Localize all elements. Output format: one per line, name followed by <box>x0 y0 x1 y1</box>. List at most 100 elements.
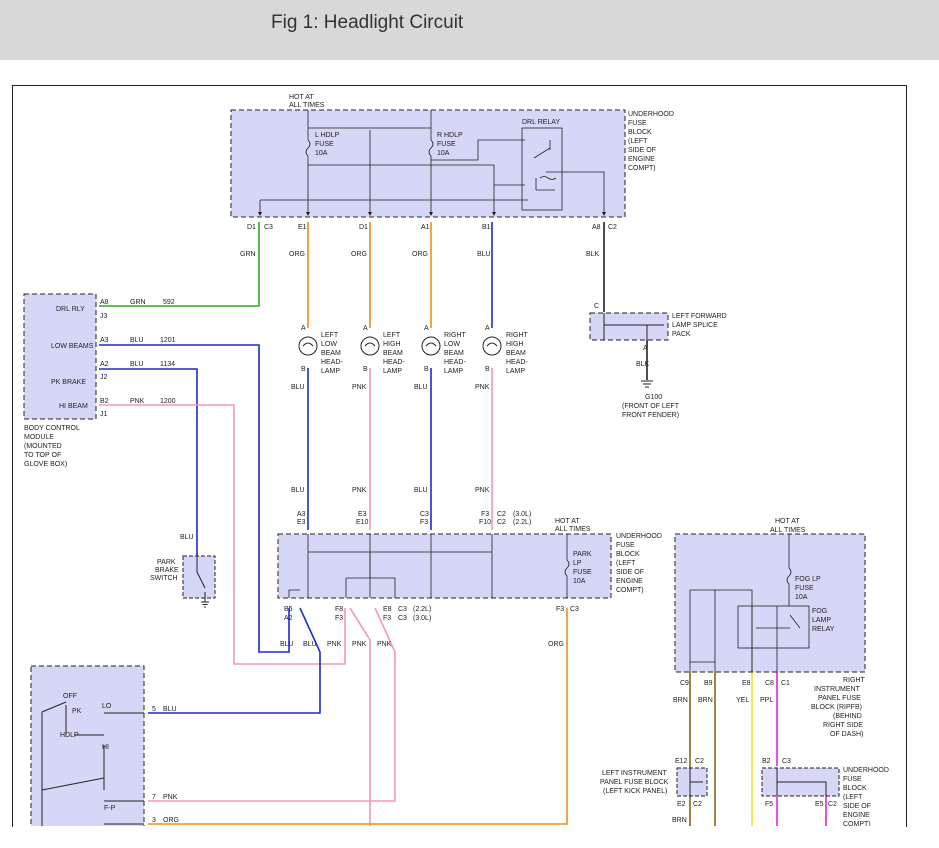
lipfb-label-2: PANEL FUSE BLOCK <box>600 779 669 786</box>
mid-pin-f3-c: F3 <box>335 615 343 622</box>
pbs-label: PARK <box>157 559 176 566</box>
hs-fp: F-P <box>104 805 116 812</box>
bcm-pin-a3: A3 <box>100 337 109 344</box>
ripfb-label-7: OF DASH) <box>830 731 863 738</box>
pin-b1: B1 <box>482 224 491 231</box>
fog-fuse-3: 10A <box>795 594 808 601</box>
uhb-pin-b2: B2 <box>762 758 771 765</box>
fog-relay: FOG <box>812 608 827 615</box>
right-instrument-panel-fuse-block: HOT AT ALL TIMES FOG LP FUSE 10A FOG LAM… <box>673 518 866 738</box>
wire-blu-low-beams <box>99 344 290 653</box>
lamp-pin-b-2: B <box>363 366 368 373</box>
ground-g100: G100 <box>645 394 662 401</box>
bcm-wire-592: 592 <box>163 299 175 306</box>
wl-org-mid: ORG <box>548 641 564 648</box>
hot-right: HOT AT <box>775 518 800 525</box>
uhb-label: UNDERHOOD <box>843 767 889 774</box>
park-fuse-3: FUSE <box>573 569 592 576</box>
wl-brn-3: BRN <box>672 817 687 824</box>
bcm-wire-1134: 1134 <box>160 361 175 368</box>
pin-e1: E1 <box>298 224 307 231</box>
wire-pnk-f3 <box>349 607 371 826</box>
wl-blu-a: BLU <box>291 384 305 391</box>
bcm-drl-rly: DRL RLY <box>56 306 85 313</box>
hot-label-top-2: ALL TIMES <box>289 102 325 109</box>
lamp-2-line-4: HEAD- <box>383 359 405 366</box>
bcm-name-4: TO TOP OF <box>24 452 61 459</box>
pbs-label-2: BRAKE <box>155 567 179 574</box>
bcm-wire-1201: 1201 <box>160 337 176 344</box>
fog-relay-2: LAMP <box>812 617 831 624</box>
mid-pin-f3-d: F3 <box>383 615 391 622</box>
hot-mid-2: ALL TIMES <box>555 526 591 533</box>
splice-label-2: LAMP SPLICE <box>672 322 718 329</box>
bcm-pin-b2: B2 <box>100 398 109 405</box>
underhood-mid: UNDERHOOD <box>616 533 662 540</box>
ripfb-pin-c9: C9 <box>680 680 689 687</box>
bcm-pin-j2: J2 <box>100 374 108 381</box>
diagram-frame <box>12 85 907 827</box>
wire-blu-pk-brake <box>99 368 198 556</box>
wl-blu-d: BLU <box>414 487 428 494</box>
underhood-top-label-5: SIDE OF <box>628 147 656 154</box>
hs-wire-blu: BLU <box>163 706 177 713</box>
wire-label-org-3: ORG <box>412 251 428 258</box>
wire-label-blu-top: BLU <box>477 251 491 258</box>
hs-wire-pnk: PNK <box>163 794 178 801</box>
left-forward-lamp-splice-pack: C A LEFT FORWARD LAMP SPLICE PACK BLK G1… <box>589 303 727 419</box>
bcm-name-3: (MOUNTED <box>24 443 62 450</box>
splice-label: LEFT FORWARD <box>672 313 727 320</box>
ground-label-2: (FRONT OF LEFT <box>622 403 680 410</box>
park-fuse-4: 10A <box>573 578 586 585</box>
lamp-2-line-5: LAMP <box>383 368 402 375</box>
bcm-name-2: MODULE <box>24 434 54 441</box>
lipfb-pin-c2-b: C2 <box>693 801 702 808</box>
uhb-label-7: COMPT) <box>843 821 871 828</box>
mid-pin-e3: E3 <box>297 519 306 526</box>
wl-pnk-b: PNK <box>475 384 490 391</box>
bcm-pin-j1: J1 <box>100 411 108 418</box>
wire-label-org-1: ORG <box>289 251 305 258</box>
ripfb-pin-c8: C8 <box>765 680 774 687</box>
pin-d1-a: D1 <box>247 224 256 231</box>
lamp-pin-a-3: A <box>424 325 429 332</box>
pin-c3-a: C3 <box>264 224 273 231</box>
lamp-3-line-3: BEAM <box>444 350 464 357</box>
lamp-pin-a-2: A <box>363 325 368 332</box>
underhood-fuse-block-top: HOT AT ALL TIMES L HDLP FUSE 10A R HDLP … <box>230 94 674 258</box>
lamp-1-line-1: LEFT <box>321 332 339 339</box>
drl-relay-label: DRL RELAY <box>522 119 560 126</box>
fog-fuse-2: FUSE <box>795 585 814 592</box>
lamp-pin-a-1: A <box>301 325 306 332</box>
l-hdlp-fuse-label-2: FUSE <box>315 141 334 148</box>
underhood-mid-7: COMPT) <box>616 587 644 594</box>
mid-pin-f8: F8 <box>335 606 343 613</box>
left-instrument-panel-fuse-block: E12 C2 E2 C2 LEFT INSTRUMENT PANEL FUSE … <box>600 758 708 824</box>
ripfb-pin-e8: E8 <box>742 680 751 687</box>
splice-label-3: PACK <box>672 331 691 338</box>
wl-blu-c: BLU <box>291 487 305 494</box>
hs-pin-7: 7 <box>152 794 156 801</box>
bcm-wire-blu-1: BLU <box>130 337 144 344</box>
left-low-beam-lamp: A B LEFT LOW BEAM HEAD- LAMP <box>298 325 343 375</box>
underhood-top-label-3: BLOCK <box>628 129 652 136</box>
mid-pin-f10: F10 <box>479 519 491 526</box>
mid-pin-e3-b: E3 <box>358 511 367 518</box>
underhood-mid-2: FUSE <box>616 542 635 549</box>
lamp-4-line-2: HIGH <box>506 341 524 348</box>
wl-yel: YEL <box>736 697 749 704</box>
ripfb-label-2: INSTRUMENT <box>814 686 861 693</box>
body-control-module: DRL RLY LOW BEAMS PK BRAKE HI BEAM A8 J3… <box>23 293 176 468</box>
uhb-label-2: FUSE <box>843 776 862 783</box>
r-hdlp-fuse-label: R HDLP <box>437 132 463 139</box>
hs-pk: PK <box>72 708 82 715</box>
pin-a8: A8 <box>592 224 601 231</box>
wire-org-switch-3 <box>148 608 568 825</box>
wl-blu-pk: BLU <box>180 534 194 541</box>
mid-note-22l: (2.2L) <box>513 519 531 526</box>
lipfb-label-3: (LEFT KICK PANEL) <box>603 788 667 795</box>
lamp-3-line-2: LOW <box>444 341 460 348</box>
bcm-pin-a2: A2 <box>100 361 109 368</box>
mid-note-22l-b: (2.2L) <box>413 606 431 613</box>
underhood-mid-6: ENGINE <box>616 578 643 585</box>
